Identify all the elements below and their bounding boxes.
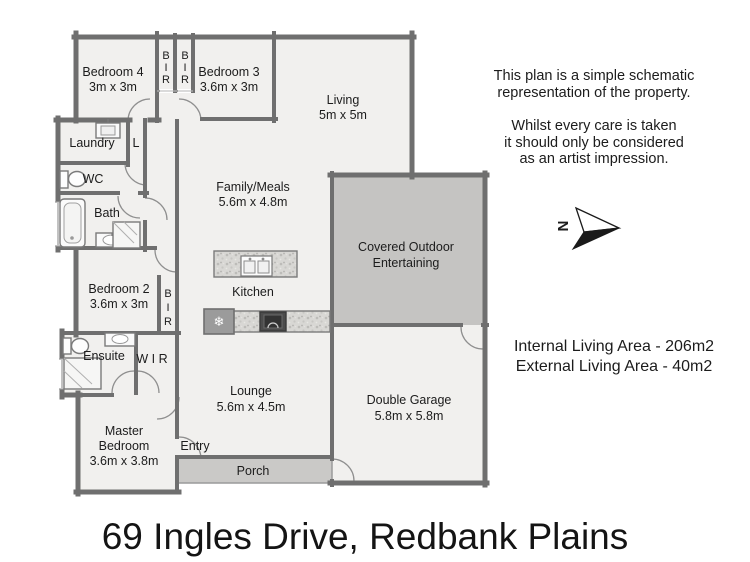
ensuite-basin-icon [104,332,136,347]
bedroom2-label: Bedroom 2 [88,282,149,296]
porch-label: Porch [237,464,270,478]
garage-floor [332,325,485,483]
disclaimer-line5: as an artist impression. [519,151,668,167]
bedroom4-label: Bedroom 4 [82,65,143,79]
bir1-letter-i: I [164,62,167,74]
laundry-label: Laundry [69,136,115,150]
laundry-tub-icon [95,119,121,139]
wc-toilet-icon [59,170,87,189]
bir-closet-1: B I R [162,50,170,86]
porch-floor [176,456,333,484]
windows [55,89,191,390]
disclaimer-text: This plan is a simple schematic represen… [494,68,695,167]
bir1-letter-b: B [162,50,169,62]
bedroom3-label: Bedroom 3 [198,65,259,79]
family-upper-floor [177,119,412,175]
bath-shower-icon [112,221,141,249]
linen-label: L [133,136,140,150]
kitchen-island-bench [213,250,298,278]
north-arrow-icon: N [554,206,622,251]
stove-icon [259,311,287,332]
external-area-label: External Living Area - 40m2 [516,358,713,375]
fridge-snowflake-glyph: ❄ [214,314,225,329]
wir-door-arc [136,370,160,394]
bir3-letter-i: I [166,302,169,314]
bir2-letter-b: B [181,50,188,62]
family-label: Family/Meals [216,180,290,194]
living-dims: 5m x 5m [319,108,367,122]
north-label: N [554,221,571,232]
garage-label: Double Garage [367,393,452,407]
ensuite-shower-icon [63,357,102,390]
bir1-letter-r: R [162,74,170,86]
wir-label: W I R [136,352,167,366]
outdoor-floor [332,175,485,325]
internal-area-label: Internal Living Area - 206m2 [514,338,714,355]
fixtures: ❄ [59,119,331,390]
bir-closet-bedroom2: B I R [164,288,172,328]
family-dims: 5.6m x 4.8m [219,195,288,209]
outdoor-label-line2: Entertaining [373,256,440,270]
disclaimer-line3: Whilst every care is taken [511,118,676,134]
bir-openings [160,89,191,93]
bath-label: Bath [94,206,120,220]
garage-dims: 5.8m x 5.8m [375,409,444,423]
living-label: Living [327,93,360,107]
bedroom2-door-arc [154,249,178,273]
lounge-dims: 5.6m x 4.5m [217,400,286,414]
door-arcs [111,98,484,482]
living-area-text: Internal Living Area - 206m2 External Li… [514,338,714,375]
entry-label: Entry [180,439,210,453]
wc-label: WC [83,172,104,186]
bir2-letter-i: I [183,62,186,74]
outdoor-garage-door-arc [460,326,484,350]
disclaimer-line1: This plan is a simple schematic [494,68,695,84]
bir-closet-2: B I R [181,50,189,86]
lounge-label: Lounge [230,384,272,398]
ensuite-door-arc [111,370,135,394]
kitchen-wall-bench: ❄ [203,308,331,335]
bedroom4-dims: 3m x 3m [89,80,137,94]
wc-door-arc [144,197,168,221]
bathtub-icon [59,198,86,248]
annotations: This plan is a simple schematic represen… [494,68,714,375]
room-labels: Bedroom 4 3m x 3m Bedroom 3 3.6m x 3m Li… [69,50,454,478]
master-label-line1: Master [105,424,143,438]
outdoor-label-line1: Covered Outdoor [358,240,454,254]
page-title: 69 Ingles Drive, Redbank Plains [102,516,629,557]
bir3-letter-r: R [164,316,172,328]
bath-door-arc [117,195,141,219]
kitchen-label: Kitchen [232,285,274,299]
master-label-line2: Bedroom [99,439,150,453]
ensuite-label: Ensuite [83,349,125,363]
master-floor [78,395,177,492]
porch-garage-door-arc [331,458,355,482]
fridge-icon: ❄ [203,308,235,335]
disclaimer-line2: representation of the property. [497,85,690,101]
master-dims: 3.6m x 3.8m [90,454,159,468]
ensuite-toilet-icon [62,337,90,355]
disclaimer-line4: it should only be considered [504,135,684,151]
bedroom3-dims: 3.6m x 3m [200,80,258,94]
bedroom2-dims: 3.6m x 3m [90,297,148,311]
bir3-letter-b: B [164,288,171,300]
bir2-letter-r: R [181,74,189,86]
